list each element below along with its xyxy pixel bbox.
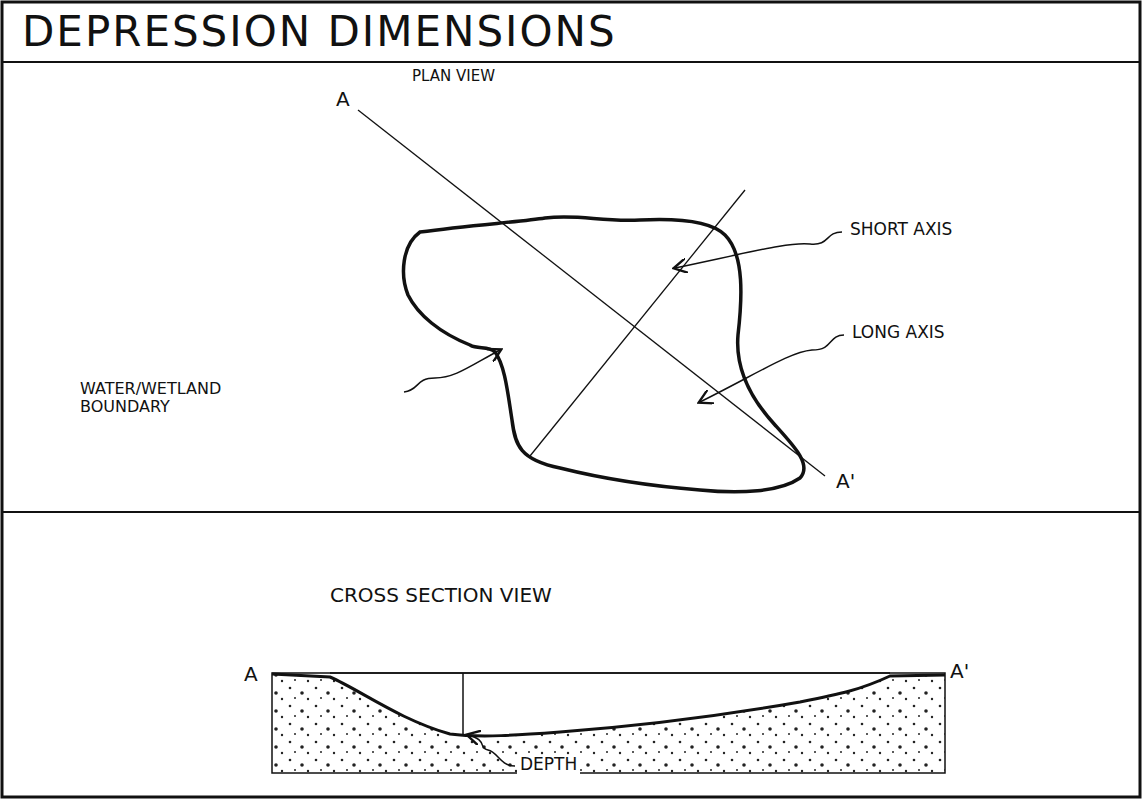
axis-label: SHORT AXIS: [850, 220, 952, 240]
title: DEPRESSION DIMENSIONS: [22, 8, 617, 56]
boundary-label: WATER/WETLAND BOUNDARY: [80, 380, 230, 417]
view-heading: PLAN VIEW: [412, 68, 495, 85]
section-mark: A: [244, 663, 258, 686]
section-mark: A': [836, 470, 855, 493]
section-mark: A': [950, 660, 969, 683]
section-mark: A: [336, 88, 350, 111]
axis-label: LONG AXIS: [852, 323, 945, 343]
view-heading: CROSS SECTION VIEW: [330, 584, 552, 607]
dimension-label: DEPTH: [517, 755, 580, 775]
